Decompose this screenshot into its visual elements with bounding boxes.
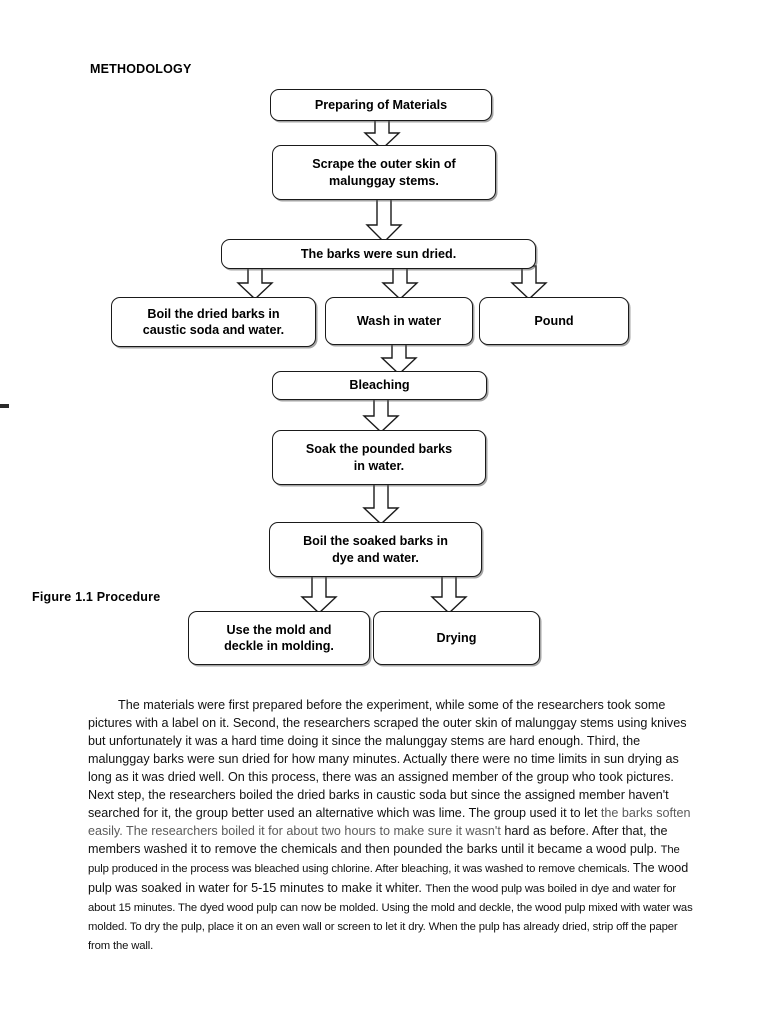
paragraph-segment: The materials were first prepared before… bbox=[88, 697, 687, 803]
flow-node-line: Drying bbox=[436, 630, 477, 645]
flow-node-line: dye and water. bbox=[332, 550, 419, 565]
flow-node-boil-in-dye[interactable]: Boil the soaked barks in dye and water. bbox=[269, 522, 482, 577]
flow-node-bleaching[interactable]: Bleaching bbox=[272, 371, 487, 400]
flow-node-drying[interactable]: Drying bbox=[373, 611, 540, 665]
scan-artifact-mark bbox=[0, 404, 9, 408]
flow-node-line: Boil the dried barks in bbox=[147, 306, 280, 321]
flow-node-line: malunggay stems. bbox=[329, 173, 439, 188]
paragraph-segment: Then the wood pulp was boiled in dye and… bbox=[88, 882, 693, 952]
flow-node-line: deckle in molding. bbox=[224, 639, 334, 653]
flow-node-line: Pound bbox=[534, 313, 574, 328]
arrow-soak-to-boil-dye bbox=[357, 481, 405, 525]
paragraph-segment: hard as before. After that, the members … bbox=[88, 824, 668, 857]
flow-node-wash-in-water[interactable]: Wash in water bbox=[325, 297, 473, 345]
flow-node-line: in water. bbox=[353, 458, 405, 473]
paragraph-segment: The wood pulp was soaked in water for 5-… bbox=[88, 861, 689, 895]
flow-node-boil-caustic-soda[interactable]: Boil the dried barks in caustic soda and… bbox=[111, 297, 316, 347]
flow-node-line: Preparing of Materials bbox=[314, 97, 448, 112]
flow-node-line: Boil the soaked barks in bbox=[303, 534, 448, 549]
arrow-sundried-to-boil-caustic bbox=[231, 265, 279, 300]
flow-node-line: Scrape the outer skin of bbox=[312, 157, 456, 172]
paragraph-segment: The pulp produced in the process was ble… bbox=[88, 844, 680, 876]
flow-node-line: caustic soda and water. bbox=[142, 323, 285, 337]
flow-node-preparing[interactable]: Preparing of Materials bbox=[270, 89, 492, 121]
arrow-boil-dye-to-mold bbox=[295, 573, 343, 614]
flow-node-line: Soak the pounded barks bbox=[305, 442, 453, 457]
flow-node-scrape[interactable]: Scrape the outer skin of malunggay stems… bbox=[272, 145, 496, 200]
flow-node-mold-and-deckle[interactable]: Use the mold and deckle in molding. bbox=[188, 611, 370, 665]
paragraph-segment: ber haven't searched for it, the group b… bbox=[88, 788, 669, 821]
arrow-scrape-to-sundried bbox=[360, 196, 408, 243]
arrow-sundried-to-pound bbox=[505, 265, 553, 300]
flow-node-line: Use the mold and bbox=[226, 622, 332, 637]
methodology-paragraph: The materials were first prepared before… bbox=[88, 696, 702, 955]
arrow-boil-dye-to-drying bbox=[425, 573, 473, 614]
flow-node-line: Wash in water bbox=[356, 313, 442, 328]
arrow-sundried-to-wash bbox=[376, 265, 424, 300]
flow-node-line: The barks were sun dried. bbox=[300, 246, 457, 261]
flow-node-pound[interactable]: Pound bbox=[479, 297, 629, 345]
flow-node-sundried[interactable]: The barks were sun dried. bbox=[221, 239, 536, 269]
figure-caption: Figure 1.1 Procedure bbox=[32, 590, 161, 604]
paragraph-segment: the barks soften easily. The researchers… bbox=[88, 806, 691, 839]
arrow-bleaching-to-soak bbox=[357, 396, 405, 433]
flow-node-line: Bleaching bbox=[349, 378, 410, 393]
flow-node-soak[interactable]: Soak the pounded barks in water. bbox=[272, 430, 486, 485]
page-title: METHODOLOGY bbox=[90, 62, 192, 76]
procedure-flowchart: Preparing of Materials Scrape the outer … bbox=[111, 89, 629, 665]
